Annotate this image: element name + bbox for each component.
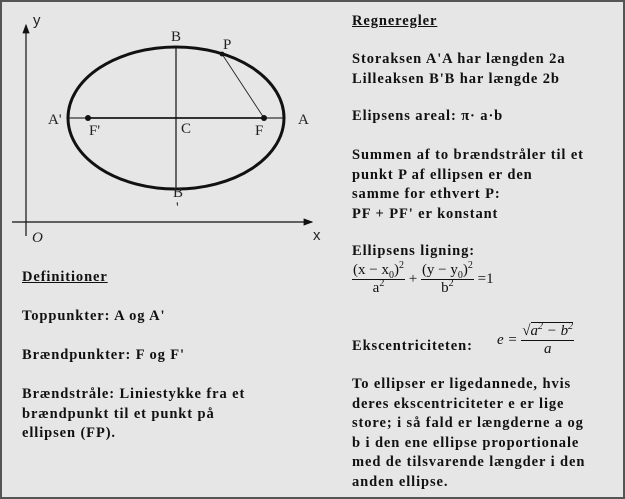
def-line: brændpunkt til et punkt på <box>22 405 215 422</box>
label-F-prime: F' <box>89 123 100 139</box>
rule-line: Lilleaksen B'B har længde 2b <box>352 70 560 87</box>
def-line: ellipsen (FP). <box>22 425 116 441</box>
def-braendstraale: Brændstråle: Liniestykke fra et brændpun… <box>22 385 245 444</box>
equation-plus: + <box>408 270 418 287</box>
equation-term2: (y − y0)2 b2 <box>420 260 474 296</box>
rule-line: med de tilsvarende længder i den <box>352 454 586 470</box>
rule-axes: Storaksen A'A har længden 2a Lilleaksen … <box>352 50 565 89</box>
rule-line: samme for ethvert P: <box>352 186 501 202</box>
y-axis-label: y <box>33 12 41 29</box>
label-B-top: B <box>171 29 181 45</box>
label-A: A <box>298 112 309 128</box>
rule-line: To ellipser er ligedannede, hvis <box>352 376 572 392</box>
rule-line: punkt P af ellipsen er den <box>352 166 533 183</box>
rule-area: Elipsens areal: π· a·b <box>352 108 504 124</box>
def-toppunkter: Toppunkter: A og A' <box>22 308 166 324</box>
equation-term1: (x − x0)2 a2 <box>352 260 405 296</box>
point-P-dot <box>219 51 225 57</box>
label-P: P <box>223 37 231 53</box>
focus-F-dot <box>261 115 267 121</box>
rule-sum: Summen af to brændstråler til et punkt P… <box>352 146 584 224</box>
definitions-heading: Definitioner <box>22 269 108 285</box>
rule-line: Storaksen A'A har længden 2a <box>352 51 566 67</box>
ellipse-equation: (x − x0)2 a2 + (y − y0)2 b2 =1 <box>352 260 494 297</box>
label-A-prime: A' <box>48 112 62 128</box>
rules-heading: Regneregler <box>352 13 438 29</box>
label-B-bottom-prime: ' <box>176 200 179 216</box>
eccentricity-formula: e = √a2 − b2 a <box>497 321 575 357</box>
def-line: Brændstråle: Liniestykke fra et <box>22 386 246 402</box>
ellipse-diagram: y x O B P A' A F' C F B ' <box>12 12 321 246</box>
label-F: F <box>255 123 263 139</box>
rule-line: store; i så fald er længderne a og <box>352 415 584 431</box>
label-C: C <box>181 121 191 137</box>
rule-line: deres ekscentriciteter e er lige <box>352 395 565 412</box>
x-axis-label: x <box>313 227 321 244</box>
origin-label: O <box>32 230 43 246</box>
label-B-bottom: B <box>173 185 183 201</box>
ellipse-curve <box>66 45 286 191</box>
equation-label: Ellipsens ligning: <box>352 243 475 259</box>
rule-line: b i den ene ellipse proportionale <box>352 434 580 451</box>
rule-line: PF + PF' er konstant <box>352 205 499 222</box>
focus-F-prime-dot <box>85 115 91 121</box>
def-braendpunkter: Brændpunkter: F og F' <box>22 347 185 363</box>
rule-similar: To ellipser er ligedannede, hvis deres e… <box>352 375 585 492</box>
rule-line: anden ellipse. <box>352 473 449 490</box>
rule-line: Summen af to brændstråler til et <box>352 147 584 163</box>
equation-equals: =1 <box>477 270 494 287</box>
focal-ray-FP <box>221 53 265 119</box>
eccentricity-label: Ekscentriciteten: <box>352 338 473 354</box>
